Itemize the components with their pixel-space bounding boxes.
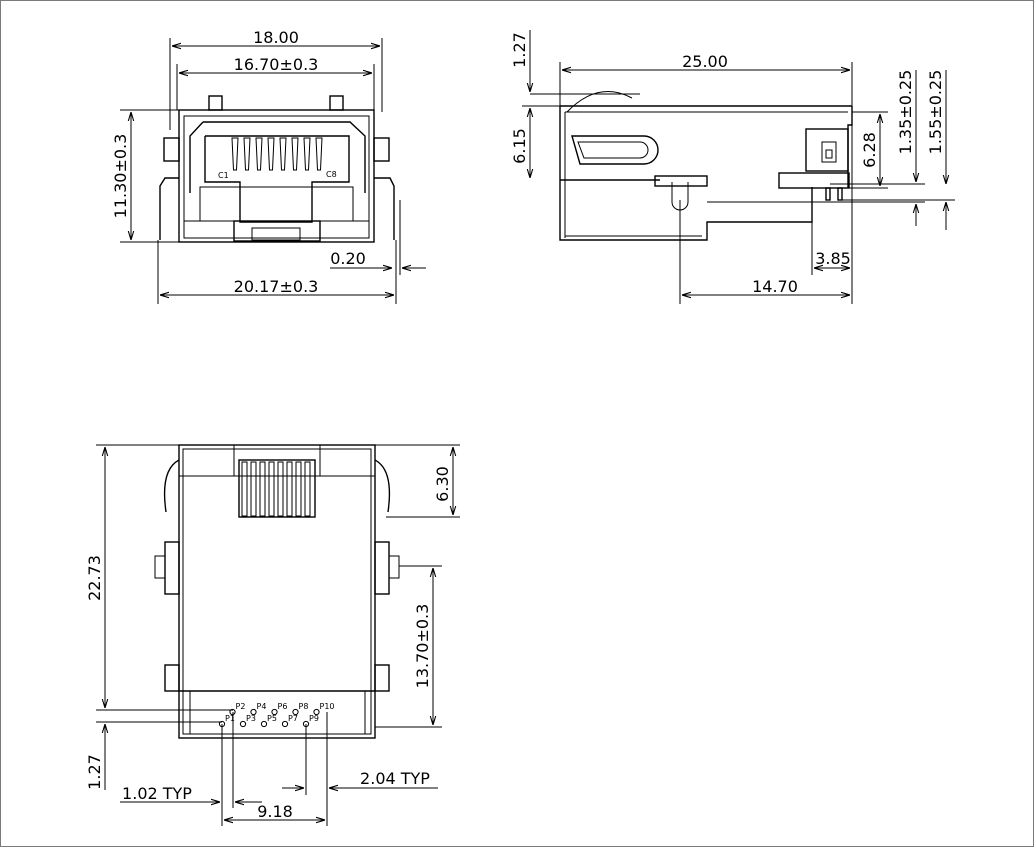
pin-p3	[239, 720, 247, 728]
dim-bottom-peg: 13.70±0.3	[413, 604, 432, 689]
contact-finger	[279, 137, 287, 171]
dim-side-length: 25.00	[682, 52, 728, 71]
pin-label-p2: P2	[236, 702, 246, 711]
dim-bottom-front: 6.30	[433, 466, 452, 502]
pin-label-p3: P3	[246, 714, 256, 723]
dim-front-width-outer: 18.00	[253, 28, 299, 47]
pin-label-p4: P4	[257, 702, 267, 711]
pin-label-p5: P5	[267, 714, 277, 723]
contact-label-c1: C1	[218, 171, 229, 180]
dim-side-height-front: 6.28	[860, 132, 879, 168]
side-view-dimensions: 1.27 25.00 6.15 6.28 1.35±0.25 1.55±0.25…	[510, 30, 955, 304]
side-view	[559, 91, 853, 241]
rj45-contacts	[231, 137, 323, 171]
pin-label-p10: P10	[320, 702, 335, 711]
pin-p8	[292, 708, 299, 716]
contact-finger	[255, 137, 263, 171]
contact-finger	[243, 137, 251, 171]
bottom-contact	[304, 461, 311, 517]
front-view-dimensions: 18.00 16.70±0.3 11.30±0.3 0.20 20.17±0.3	[111, 28, 426, 304]
dim-side-pin2: 1.55±0.25	[926, 70, 945, 155]
pin-p6	[271, 708, 278, 716]
pin-label-p8: P8	[299, 702, 309, 711]
dim-bottom-pitch2: 2.04 TYP	[360, 769, 430, 788]
pin-label-p6: P6	[278, 702, 288, 711]
contact-finger	[231, 137, 239, 171]
dim-side-height-top: 1.27	[510, 32, 529, 68]
pin-p4	[250, 708, 257, 716]
dim-bottom-row: 1.27	[85, 754, 104, 790]
dim-front-width-total: 20.17±0.3	[234, 277, 319, 296]
bottom-contact	[277, 461, 284, 517]
dim-bottom-span: 9.18	[257, 802, 293, 821]
dim-front-height: 11.30±0.3	[111, 134, 130, 219]
contact-label-c8: C8	[326, 170, 337, 179]
dim-side-offset: 3.85	[815, 249, 851, 268]
bottom-contact	[241, 461, 248, 517]
bottom-view-dimensions: 22.73 6.30 13.70±0.3 1.27 1.02 TYP 2.04 …	[85, 444, 460, 826]
bottom-contact	[268, 461, 275, 517]
bottom-contact	[295, 461, 302, 517]
pin-p10	[313, 708, 320, 716]
contact-finger	[291, 137, 299, 171]
pin-p5	[260, 720, 268, 728]
pin-label-p9: P9	[309, 714, 319, 723]
dim-side-pin1: 1.35±0.25	[896, 70, 915, 155]
dim-bottom-pitch: 1.02 TYP	[122, 784, 192, 803]
dim-side-height: 6.15	[510, 128, 529, 164]
dim-bottom-length: 22.73	[85, 555, 104, 601]
contact-finger	[267, 137, 275, 171]
front-view: C1 C8	[159, 95, 395, 243]
dim-front-gap: 0.20	[330, 249, 366, 268]
bottom-contact	[286, 461, 293, 517]
dim-side-pin-position: 14.70	[752, 277, 798, 296]
dim-front-width-inner: 16.70±0.3	[234, 55, 319, 74]
pin-label-p7: P7	[288, 714, 298, 723]
contact-finger	[303, 137, 311, 171]
bottom-contact	[250, 461, 257, 517]
pin-label-p1: P1	[225, 714, 235, 723]
pin-p7	[281, 720, 289, 728]
contact-finger	[315, 137, 323, 171]
bottom-contact	[259, 461, 266, 517]
bottom-contacts	[241, 461, 311, 517]
